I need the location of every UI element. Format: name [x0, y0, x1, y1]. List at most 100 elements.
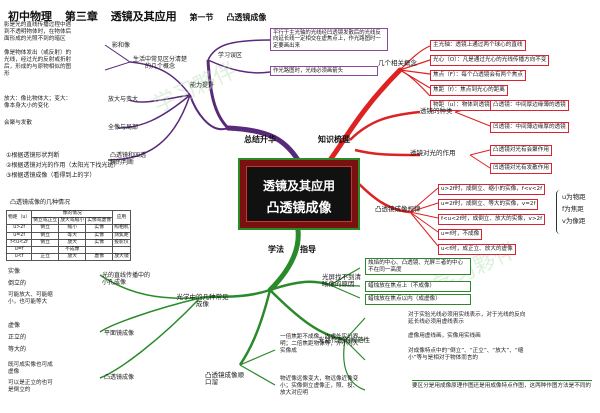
table-cell: f<u<2f — [5, 238, 33, 248]
rule-item: u>2f时，成倒立、缩小的实像，f<v<2f — [438, 184, 546, 195]
table-cell: u>2f — [5, 224, 33, 233]
branch-guide: 指导 — [300, 245, 316, 254]
table-header: 像的情况 — [31, 209, 114, 219]
branch-summary: 总结升华 — [244, 135, 276, 144]
rhyme-item: 一倍焦距不成像，内虚外实分界明；二倍焦距物像等，外小内大实像成 — [280, 334, 359, 354]
concept-node: 凸透镜和凹透镜的判断 — [110, 152, 147, 166]
chapter: 第三章 — [64, 10, 98, 23]
central-title: 透镜及其应用 — [262, 179, 335, 193]
screen-item: 蜡烛放在焦点上（不成像） — [365, 281, 471, 292]
table-cell: u<f — [5, 253, 33, 262]
central-topic: 透镜及其应用 凸透镜成像 — [238, 158, 360, 230]
optics-desc: 实像 — [8, 268, 21, 275]
central-subtitle: 凸透镜成像 — [266, 201, 332, 216]
ability-label: 能力提升 — [190, 82, 215, 89]
error-note: 平行于主光轴的光线经凹透镜发散后的光线反向延长线一定相交在虚焦点上，作光路图时一… — [270, 28, 388, 52]
optics-desc: 既可成实像也可成虚像 — [8, 362, 53, 375]
concept-item: 焦距（f）：焦点到光心的距离 — [430, 85, 508, 96]
rule-item: u<f时，成正立、放大的虚像 — [438, 244, 516, 255]
rule-item: u=f时，不成像 — [438, 229, 483, 240]
rhyme-item: 物近像远像变大，物远像近像变小；实像倒立虚像正，照、投、放大对应明 — [280, 376, 359, 396]
rules-label: 凸透镜成像规律 — [375, 205, 421, 213]
table-cell: 放大 — [58, 238, 87, 248]
effect-item: 凹透镜对光有发散作用 — [490, 163, 552, 174]
types-label: 透镜的种类 — [420, 107, 453, 115]
rule-item: u=2f时，成倒立、等大的实像，v=2f — [438, 199, 539, 210]
optics-node: 平面镜成像 — [104, 330, 135, 337]
screen-item: 蜡烛放在焦点以内（成虚像） — [365, 294, 471, 305]
judge-item: ①根据透镜形状判断 — [6, 152, 60, 159]
ray-note: 要区分是用成像原理作图还是用成像特点作图，这两种作图方法是不同的 — [412, 380, 592, 390]
concepts-label: 几个相关概念 — [378, 59, 417, 67]
effects-label: 透镜对光的作用 — [410, 149, 456, 157]
rule-item: f<u<2f时，成倒立、放大的实像，v>2f — [438, 214, 546, 225]
chapter-title: 透镜及其应用 — [110, 10, 177, 23]
table-cell: 实像 — [85, 231, 114, 240]
concept-child: 影和像 — [112, 42, 131, 49]
legend-brace — [556, 190, 561, 234]
table-cell: u=2f — [5, 231, 33, 240]
effect-item: 凸透镜对光有会聚作用 — [490, 145, 552, 156]
judge-item: ②根据透镜对光的作用（太阳光下找光斑） — [6, 162, 120, 169]
table-cell: 虚像 — [85, 253, 114, 262]
table-cell: 实像 — [85, 238, 114, 248]
type-item: 凹透镜：中间薄边缘厚的透镜 — [490, 122, 569, 133]
concept-desc: 像是物体发出（或反射）的光线，经过光的反射或折射后，形成的与原物相似的图形 — [4, 50, 72, 77]
branch-knowledge: 知识梳理 — [318, 135, 350, 144]
optics-node: 光的直线传播中的小孔成像 — [102, 272, 151, 286]
ray-item: 对成像特点中的“倒立”、“正立”、“放大”、“缩小”等与是相对于物体而言的 — [408, 348, 524, 361]
table-cell: 投影仪 — [112, 238, 131, 248]
concept-node: 放大与变大 — [108, 96, 139, 103]
optics-desc: 虚像 — [8, 322, 21, 329]
table-cell: 放大 — [58, 253, 87, 262]
concept-desc: 放大：像比物体大；变大：像本身大小的变化 — [4, 96, 72, 109]
optics-desc: 可能放大、可能缩小，也可能等大 — [8, 292, 53, 305]
table-header: 物距（u） — [5, 209, 33, 226]
table-subheader: 实像或虚像 — [85, 217, 114, 226]
concept-desc: 影是光的直线传播过程中遇到不透明物体时，在物体后面形成的光照不到的暗区 — [4, 22, 72, 42]
legend-item: f为焦距 — [562, 205, 584, 213]
table-cell: 正立 — [31, 253, 60, 262]
table-cell: 倒立 — [31, 224, 60, 233]
legend-item: u为物距 — [562, 193, 586, 201]
error-note: 作光路图时，光线必须画箭头 — [270, 66, 378, 77]
table-cell: 不成像 — [58, 246, 87, 255]
concept-item: 光心（O）：凡是通过光心的光线传播方向不变 — [430, 55, 550, 66]
section: 第一节 — [189, 13, 214, 22]
subject: 初中物理 — [8, 10, 52, 23]
table-cell: 等大 — [58, 231, 87, 240]
table-cell: 缩小 — [58, 224, 87, 233]
concept-node: 生活中常见区分清楚的几个概念 — [132, 56, 187, 70]
concept-item: 主光轴：透镜上通过两个球心的直线 — [430, 40, 526, 51]
optics-label: 光学中的几种常见成像 — [176, 293, 229, 308]
legend-item: v为像距 — [562, 217, 586, 225]
judge-item: ③根据透镜成像（看得到上的字） — [6, 172, 96, 179]
concept-desc: 会聚与发散 — [4, 120, 32, 126]
ray-item: 对于实验光线必须用实线表示，对于光线的反向延长线必须用虚线表示 — [408, 312, 526, 325]
ray-label: 光路作图的规范性 — [318, 336, 370, 344]
screen-label: 光屏找不到清晰像的原因 — [322, 273, 361, 288]
table-header: 应用 — [112, 209, 131, 226]
optics-node: 凸透镜成像 — [104, 374, 135, 381]
optics-desc: 等大的 — [8, 346, 27, 353]
rhyme-label: 凸透镜成像顺口溜 — [205, 371, 244, 386]
misunderstanding-label: 学习误区 — [218, 52, 243, 59]
type-item: 凸透镜：中间厚边缘薄的透镜 — [490, 100, 569, 111]
page-header: 初中物理 第三章 透镜及其应用 第一节 凸透镜成像 — [8, 8, 275, 24]
table-cell: 照相机 — [112, 224, 131, 233]
table-caption: 凸透镜成像的几种情况 — [10, 199, 71, 206]
optics-desc: 倒立的 — [8, 280, 27, 287]
table-subheader: 放大或缩小 — [58, 217, 87, 226]
optics-desc: 可以是正立的也可是倒立的 — [8, 380, 53, 393]
table-cell: 测焦距 — [112, 231, 131, 240]
table-cell — [31, 246, 60, 255]
table-subheader: 倒立或正立 — [31, 217, 60, 226]
